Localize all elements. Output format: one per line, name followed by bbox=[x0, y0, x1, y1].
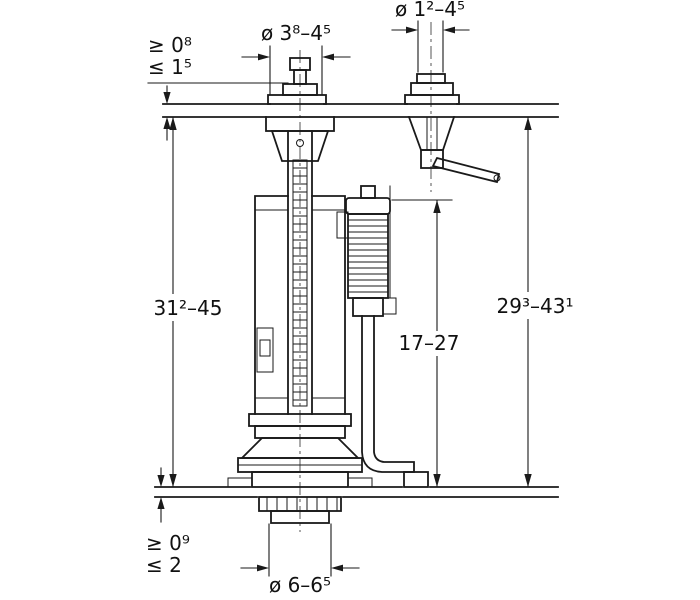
seal-plate-left bbox=[227, 477, 253, 488]
outlet-pipe bbox=[270, 510, 330, 524]
bellows-connector bbox=[352, 297, 384, 317]
valve-body-detail-lines bbox=[254, 209, 346, 399]
arrowhead-right bbox=[406, 26, 418, 34]
actuator-flange bbox=[267, 94, 327, 105]
arrowhead-down bbox=[163, 92, 171, 104]
right-latch bbox=[336, 211, 349, 239]
dim-flush-rod-diameter: ø 3⁸–4⁵ bbox=[241, 21, 351, 95]
fill-valve-cap-base bbox=[404, 94, 460, 105]
bracket-funnel bbox=[270, 130, 330, 162]
label-mask bbox=[482, 292, 588, 319]
arrowhead-up bbox=[163, 117, 171, 129]
label-bottom-wall-min: ≥ 0⁹ bbox=[146, 531, 190, 555]
dim-overall-height-right: 29³–43¹ bbox=[482, 116, 588, 488]
dim-fill-valve-diameter: ø 1²–4⁵ bbox=[391, 0, 470, 73]
seal-plate-right bbox=[347, 477, 373, 488]
label-fill-valve-height: 17–27 bbox=[399, 331, 460, 355]
arrowhead-up bbox=[169, 117, 177, 130]
rack-column bbox=[292, 159, 308, 407]
dim-overall-height-left: 31²–45 bbox=[142, 116, 234, 488]
cistern-walls bbox=[154, 103, 559, 498]
outlet-nut-hatch bbox=[266, 497, 338, 511]
label-fill-valve-diameter: ø 1²–4⁵ bbox=[395, 0, 465, 21]
extension-lines bbox=[417, 20, 444, 73]
arrowhead-down bbox=[169, 474, 177, 487]
arrowhead-up bbox=[157, 497, 165, 509]
arrowhead-up bbox=[524, 117, 532, 130]
dim-outlet-diameter: ø 6–6⁵ bbox=[240, 523, 360, 597]
dim-bottom-wall-thickness: ≥ 0⁹ ≤ 2 bbox=[146, 467, 190, 577]
arrowhead-left bbox=[443, 26, 455, 34]
extension-lines bbox=[269, 45, 323, 95]
arrowhead-right bbox=[257, 564, 269, 572]
label-bottom-wall-max: ≤ 2 bbox=[146, 553, 182, 577]
flush-valve bbox=[227, 50, 373, 532]
extension-lines bbox=[268, 523, 332, 577]
arrowhead-down bbox=[433, 474, 441, 487]
arrowhead-left bbox=[322, 53, 334, 61]
float-lever bbox=[431, 156, 501, 184]
fill-valve-bracket-lines bbox=[426, 116, 438, 151]
dim-fill-valve-height: 17–27 bbox=[391, 199, 460, 488]
fill-valve-cap-mid bbox=[410, 82, 454, 96]
label-top-wall-max: ≤ 1⁵ bbox=[148, 55, 192, 79]
lever-pivot bbox=[493, 174, 501, 182]
linkage-hook bbox=[382, 297, 397, 315]
bellows-tip bbox=[360, 185, 376, 199]
fill-valve-bracket bbox=[407, 116, 456, 151]
valve-body-outline bbox=[254, 195, 346, 415]
inlet-foot bbox=[403, 471, 429, 488]
label-mask bbox=[142, 294, 234, 321]
dim-top-wall-thickness: ≥ 0⁸ ≤ 1⁵ bbox=[147, 33, 289, 141]
fill-valve bbox=[404, 22, 501, 192]
label-outlet-diameter: ø 6–6⁵ bbox=[269, 573, 331, 597]
left-clip bbox=[256, 327, 274, 373]
label-mask bbox=[400, 331, 458, 356]
arrowhead-down bbox=[524, 474, 532, 487]
arrowhead-down bbox=[157, 475, 165, 487]
bellows-ribs bbox=[347, 219, 389, 293]
label-height-right: 29³–43¹ bbox=[497, 294, 574, 318]
label-top-wall-min: ≥ 0⁸ bbox=[148, 33, 192, 57]
adjuster-hole bbox=[296, 139, 304, 147]
label-height-left: 31²–45 bbox=[154, 296, 223, 320]
arrowhead-left bbox=[331, 564, 343, 572]
arrowhead-up bbox=[433, 200, 441, 213]
label-flush-rod-diameter: ø 3⁸–4⁵ bbox=[261, 21, 331, 45]
rack-teeth bbox=[292, 167, 308, 401]
left-clip-latch bbox=[259, 339, 271, 357]
arrowhead-right bbox=[258, 53, 270, 61]
bellows-assembly bbox=[345, 185, 429, 488]
inlet-tube bbox=[361, 315, 415, 473]
bellows-cap bbox=[345, 197, 391, 215]
